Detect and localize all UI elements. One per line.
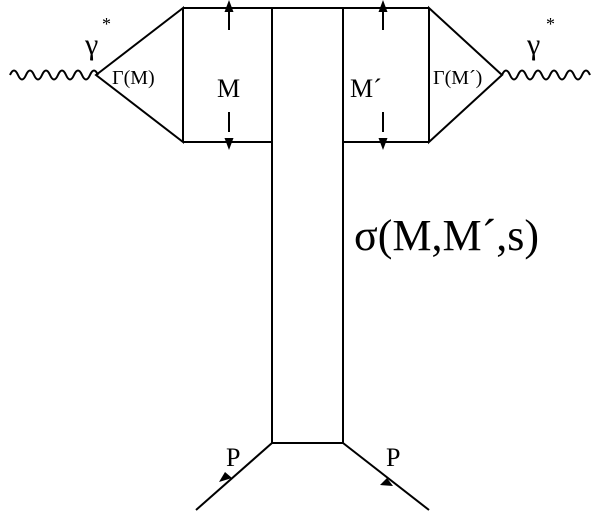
cross-section-label: σ(M,M´,s) [354,211,539,260]
proton-line-left [195,442,273,511]
arrow-bottom-left [224,138,234,150]
vertex-left [94,5,184,145]
photon-star-left: * [102,14,111,34]
proton-label-left: P [226,443,240,472]
arrow-proton-left [219,472,232,482]
gamma-label-right: Γ(M´) [433,67,482,89]
mass-label-right: M´ [350,74,382,103]
photon-label-right: γ [526,28,540,61]
photon-label-left: γ [84,28,98,61]
arrow-top-left [224,0,234,12]
arrow-proton-right [380,478,393,486]
arrow-top-right [378,0,388,12]
gamma-label-left: Γ(M) [112,67,155,89]
photon-star-right: * [546,14,555,34]
proton-line-right [342,442,430,511]
vertex-right [428,5,504,145]
photon-line-right [501,69,591,81]
arrow-bottom-right [378,138,388,150]
photon-line-left [9,69,99,81]
exchange-column [271,7,344,444]
proton-label-right: P [386,443,400,472]
mass-label-left: M [217,74,240,103]
